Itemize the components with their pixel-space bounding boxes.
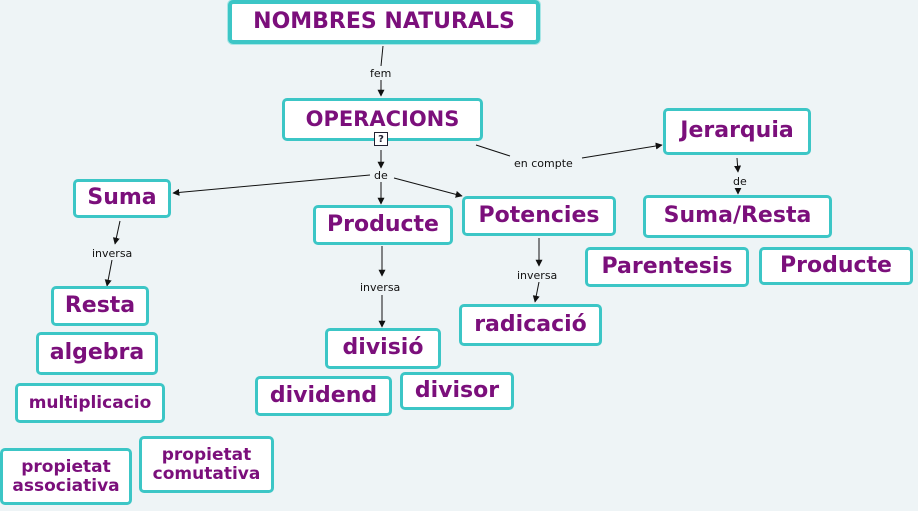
node-jerarquia[interactable]: Jerarquia — [663, 108, 811, 155]
line-jerarquia-de — [734, 157, 742, 173]
node-producte-2[interactable]: Producte — [759, 247, 913, 285]
node-propietat-associativa[interactable]: propietat associativa — [0, 448, 132, 505]
node-suma[interactable]: Suma — [73, 179, 171, 218]
line-de-potencies — [393, 177, 463, 198]
node-dividend[interactable]: dividend — [255, 376, 392, 416]
link-label-en-compte: en compte — [512, 157, 575, 170]
link-label-fem: fem — [368, 67, 394, 80]
node-radicacio[interactable]: radicació — [459, 304, 602, 346]
line-inversa-radicacio — [532, 281, 540, 303]
link-label-inversa-3: inversa — [515, 269, 560, 282]
line-root-fem — [380, 45, 384, 67]
line-de-suma — [172, 174, 371, 196]
link-label-inversa-2: inversa — [358, 281, 403, 294]
line-operacions-encompte — [475, 144, 511, 157]
node-suma-resta[interactable]: Suma/Resta — [643, 195, 832, 238]
link-label-de-2: de — [731, 175, 749, 188]
link-label-de: de — [372, 169, 390, 182]
node-propietat-comutativa[interactable]: propietat comutativa — [139, 436, 274, 493]
line-encompte-jerarquia — [581, 142, 663, 159]
node-operacions[interactable]: OPERACIONS — [282, 98, 483, 141]
link-label-inversa-1: inversa — [90, 247, 135, 260]
node-multiplicacio[interactable]: multiplicacio — [15, 383, 165, 423]
line-inversa-resta — [104, 259, 113, 287]
node-resta[interactable]: Resta — [51, 286, 149, 326]
node-divisio[interactable]: divisió — [325, 328, 441, 369]
node-potencies[interactable]: Potencies — [462, 196, 616, 236]
node-producte[interactable]: Producte — [313, 205, 453, 245]
line-suma-inversa — [112, 220, 121, 245]
question-doc-icon[interactable]: ? — [374, 132, 388, 146]
node-algebra[interactable]: algebra — [36, 332, 158, 375]
node-divisor[interactable]: divisor — [400, 372, 514, 410]
node-parentesis[interactable]: Parentesis — [585, 247, 749, 287]
node-nombres-naturals[interactable]: NOMBRES NATURALS — [228, 0, 540, 44]
